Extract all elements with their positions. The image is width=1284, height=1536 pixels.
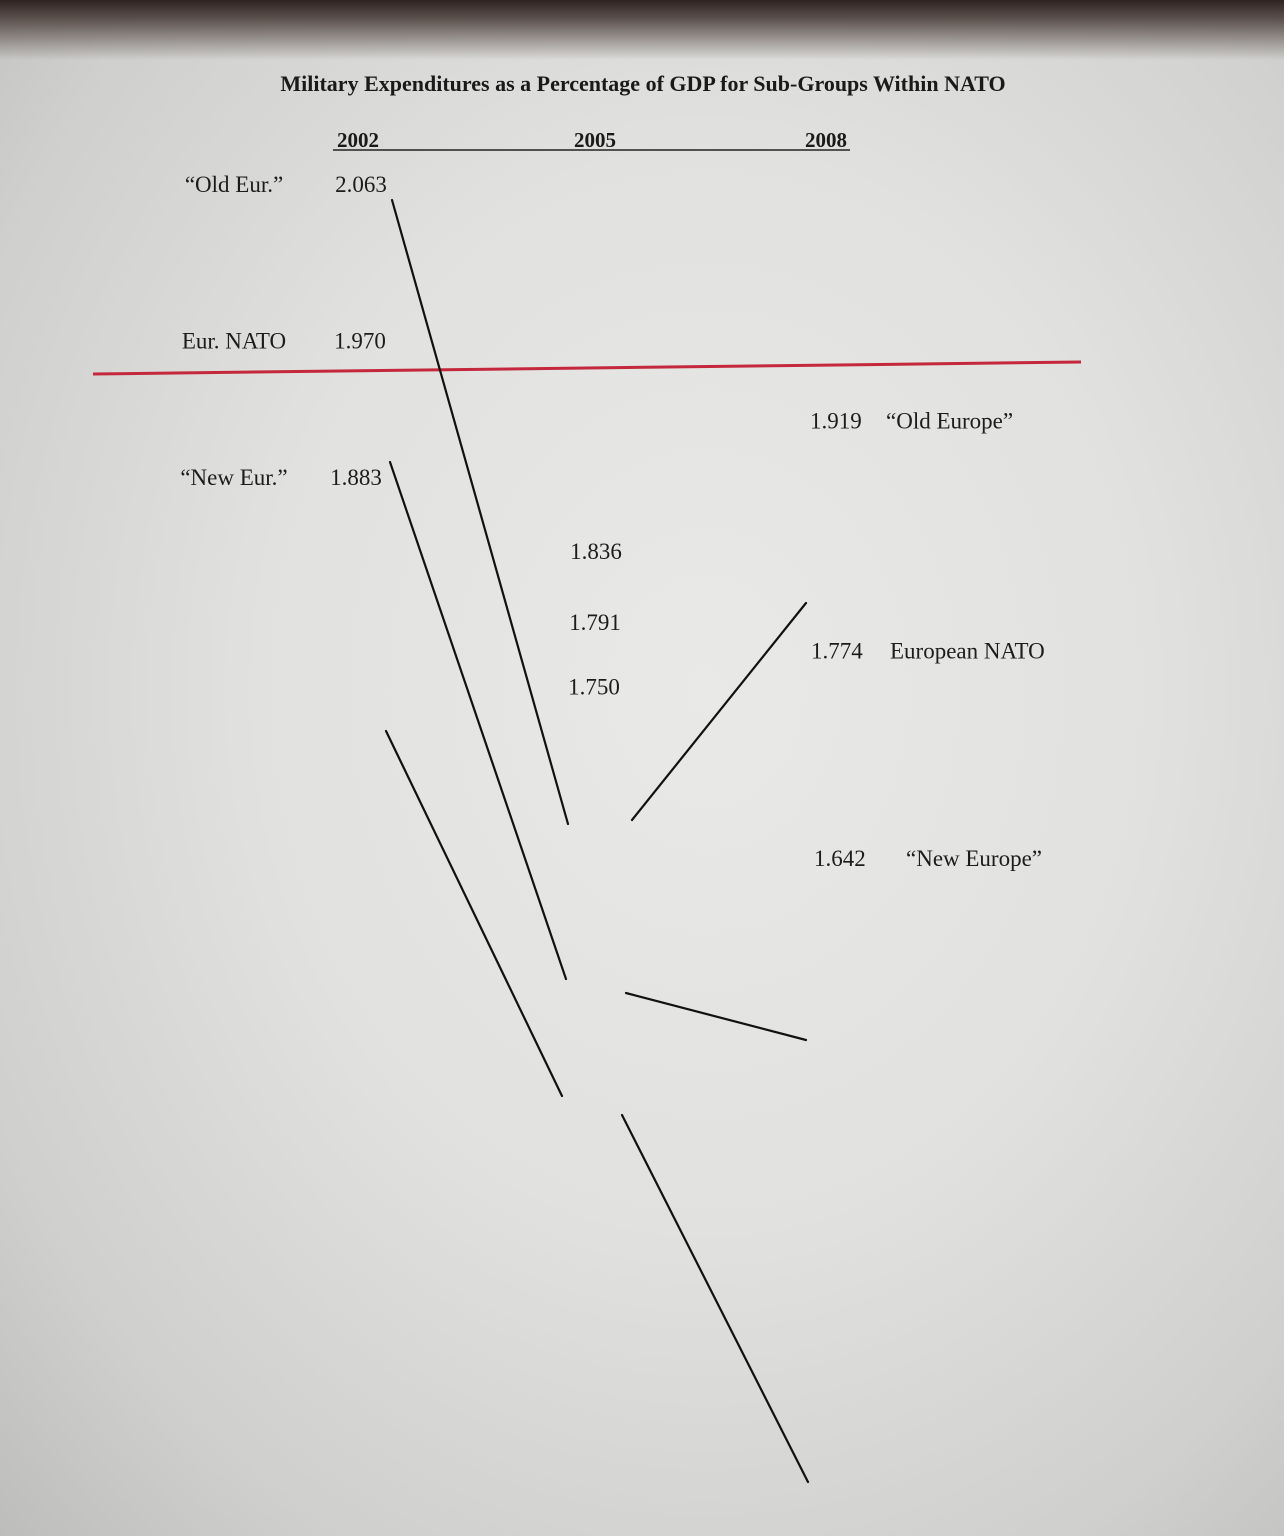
value-label-new-europe-2008: 1.642 xyxy=(814,846,866,871)
year-header-2002: 2002 xyxy=(337,128,379,152)
value-label-european-nato-2008: 1.774 xyxy=(811,639,863,664)
series-end-label-european-nato: European NATO xyxy=(890,639,1045,664)
value-label-new-europe-2002: 1.883 xyxy=(330,465,382,490)
series-lines xyxy=(384,198,810,1484)
series-start-label-new-europe: “New Eur.” xyxy=(180,465,287,490)
series-segment-new-europe-2002-2005 xyxy=(384,729,564,1098)
series-start-label-european-nato: Eur. NATO xyxy=(182,328,286,353)
value-labels: 2.063 1.836 1.919 1.970 1.791 1.774 1.883 1.750… xyxy=(330,172,866,871)
series-segment-european-nato-2002-2005 xyxy=(388,460,568,981)
series-end-label-new-europe: “New Europe” xyxy=(906,846,1042,871)
series-start-label-old-europe: “Old Eur.” xyxy=(185,172,283,197)
value-label-old-europe-2008: 1.919 xyxy=(810,409,862,434)
photo-shadow xyxy=(0,0,1284,60)
year-header-2005: 2005 xyxy=(574,128,616,152)
value-label-european-nato-2005: 1.791 xyxy=(569,610,621,635)
value-label-european-nato-2002: 1.970 xyxy=(334,328,386,353)
series-segment-new-europe-2005-2008 xyxy=(620,1113,810,1484)
value-label-new-europe-2005: 1.750 xyxy=(568,674,620,699)
value-label-old-europe-2002: 2.063 xyxy=(335,172,387,197)
year-header-2008: 2008 xyxy=(805,128,847,152)
series-segment-old-europe-2005-2008 xyxy=(630,601,808,822)
series-names: “Old Eur.” “Old Europe” Eur. NATO European … xyxy=(180,172,1044,871)
series-segment-old-europe-2002-2005 xyxy=(390,198,570,826)
year-headers: 2002 2005 2008 xyxy=(337,128,847,152)
value-label-old-europe-2005: 1.836 xyxy=(570,539,622,564)
series-end-label-old-europe: “Old Europe” xyxy=(886,409,1013,434)
chart-title: Military Expenditures as a Percentage of… xyxy=(280,71,1005,96)
reference-line xyxy=(92,360,1082,376)
series-segment-european-nato-2005-2008 xyxy=(624,991,808,1042)
